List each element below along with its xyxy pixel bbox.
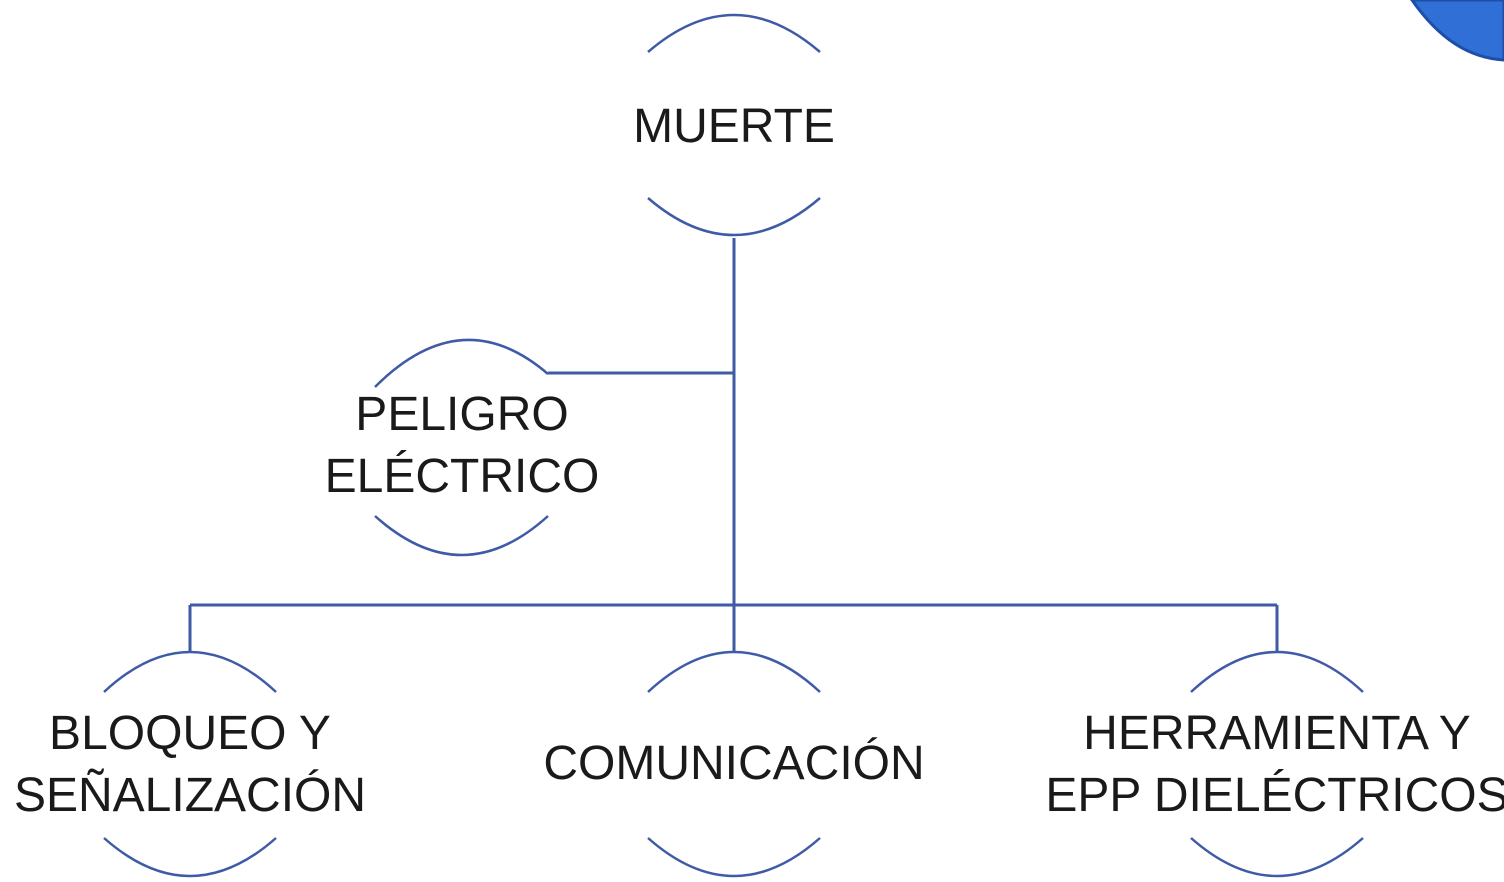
node-arcs — [103, 13, 1364, 878]
node-root-line-1: MUERTE — [633, 100, 835, 153]
node-child-3-line-1: HERRAMIENTA Y — [1083, 707, 1471, 760]
node-child-3-line-2: EPP DIELÉCTRICOS — [1045, 769, 1504, 822]
node-child-2-label: COMUNICACIÓN — [543, 733, 924, 795]
child-2-arc-top — [647, 650, 821, 693]
connector-lines — [188, 238, 1279, 652]
node-assistant-line-2: ELÉCTRICO — [324, 450, 600, 503]
child-1-arc-bottom — [103, 837, 277, 878]
node-child-1-line-2: SEÑALIZACIÓN — [13, 769, 367, 822]
node-assistant-label: PELIGRO ELÉCTRICO — [325, 384, 600, 508]
decorative-blob-shape — [1410, 0, 1504, 62]
root-arc-top — [647, 13, 821, 53]
child-3-arc-bottom — [1190, 837, 1364, 878]
node-assistant-line-1: PELIGRO — [355, 388, 569, 441]
assistant-arc-bottom — [374, 515, 549, 557]
child-1-arc-top — [103, 650, 277, 693]
child-3-arc-top — [1190, 650, 1364, 693]
node-child-2-line-1: COMUNICACIÓN — [543, 737, 925, 790]
node-child-3-label: HERRAMIENTA Y EPP DIELÉCTRICOS — [1045, 703, 1504, 827]
node-child-1-line-1: BLOQUEO Y — [49, 707, 331, 760]
child-2-arc-bottom — [647, 837, 821, 878]
node-root-label: MUERTE — [633, 96, 835, 158]
root-arc-bottom — [647, 197, 821, 237]
assistant-arc-top — [374, 338, 549, 388]
node-child-1-label: BLOQUEO Y SEÑALIZACIÓN — [14, 703, 366, 827]
